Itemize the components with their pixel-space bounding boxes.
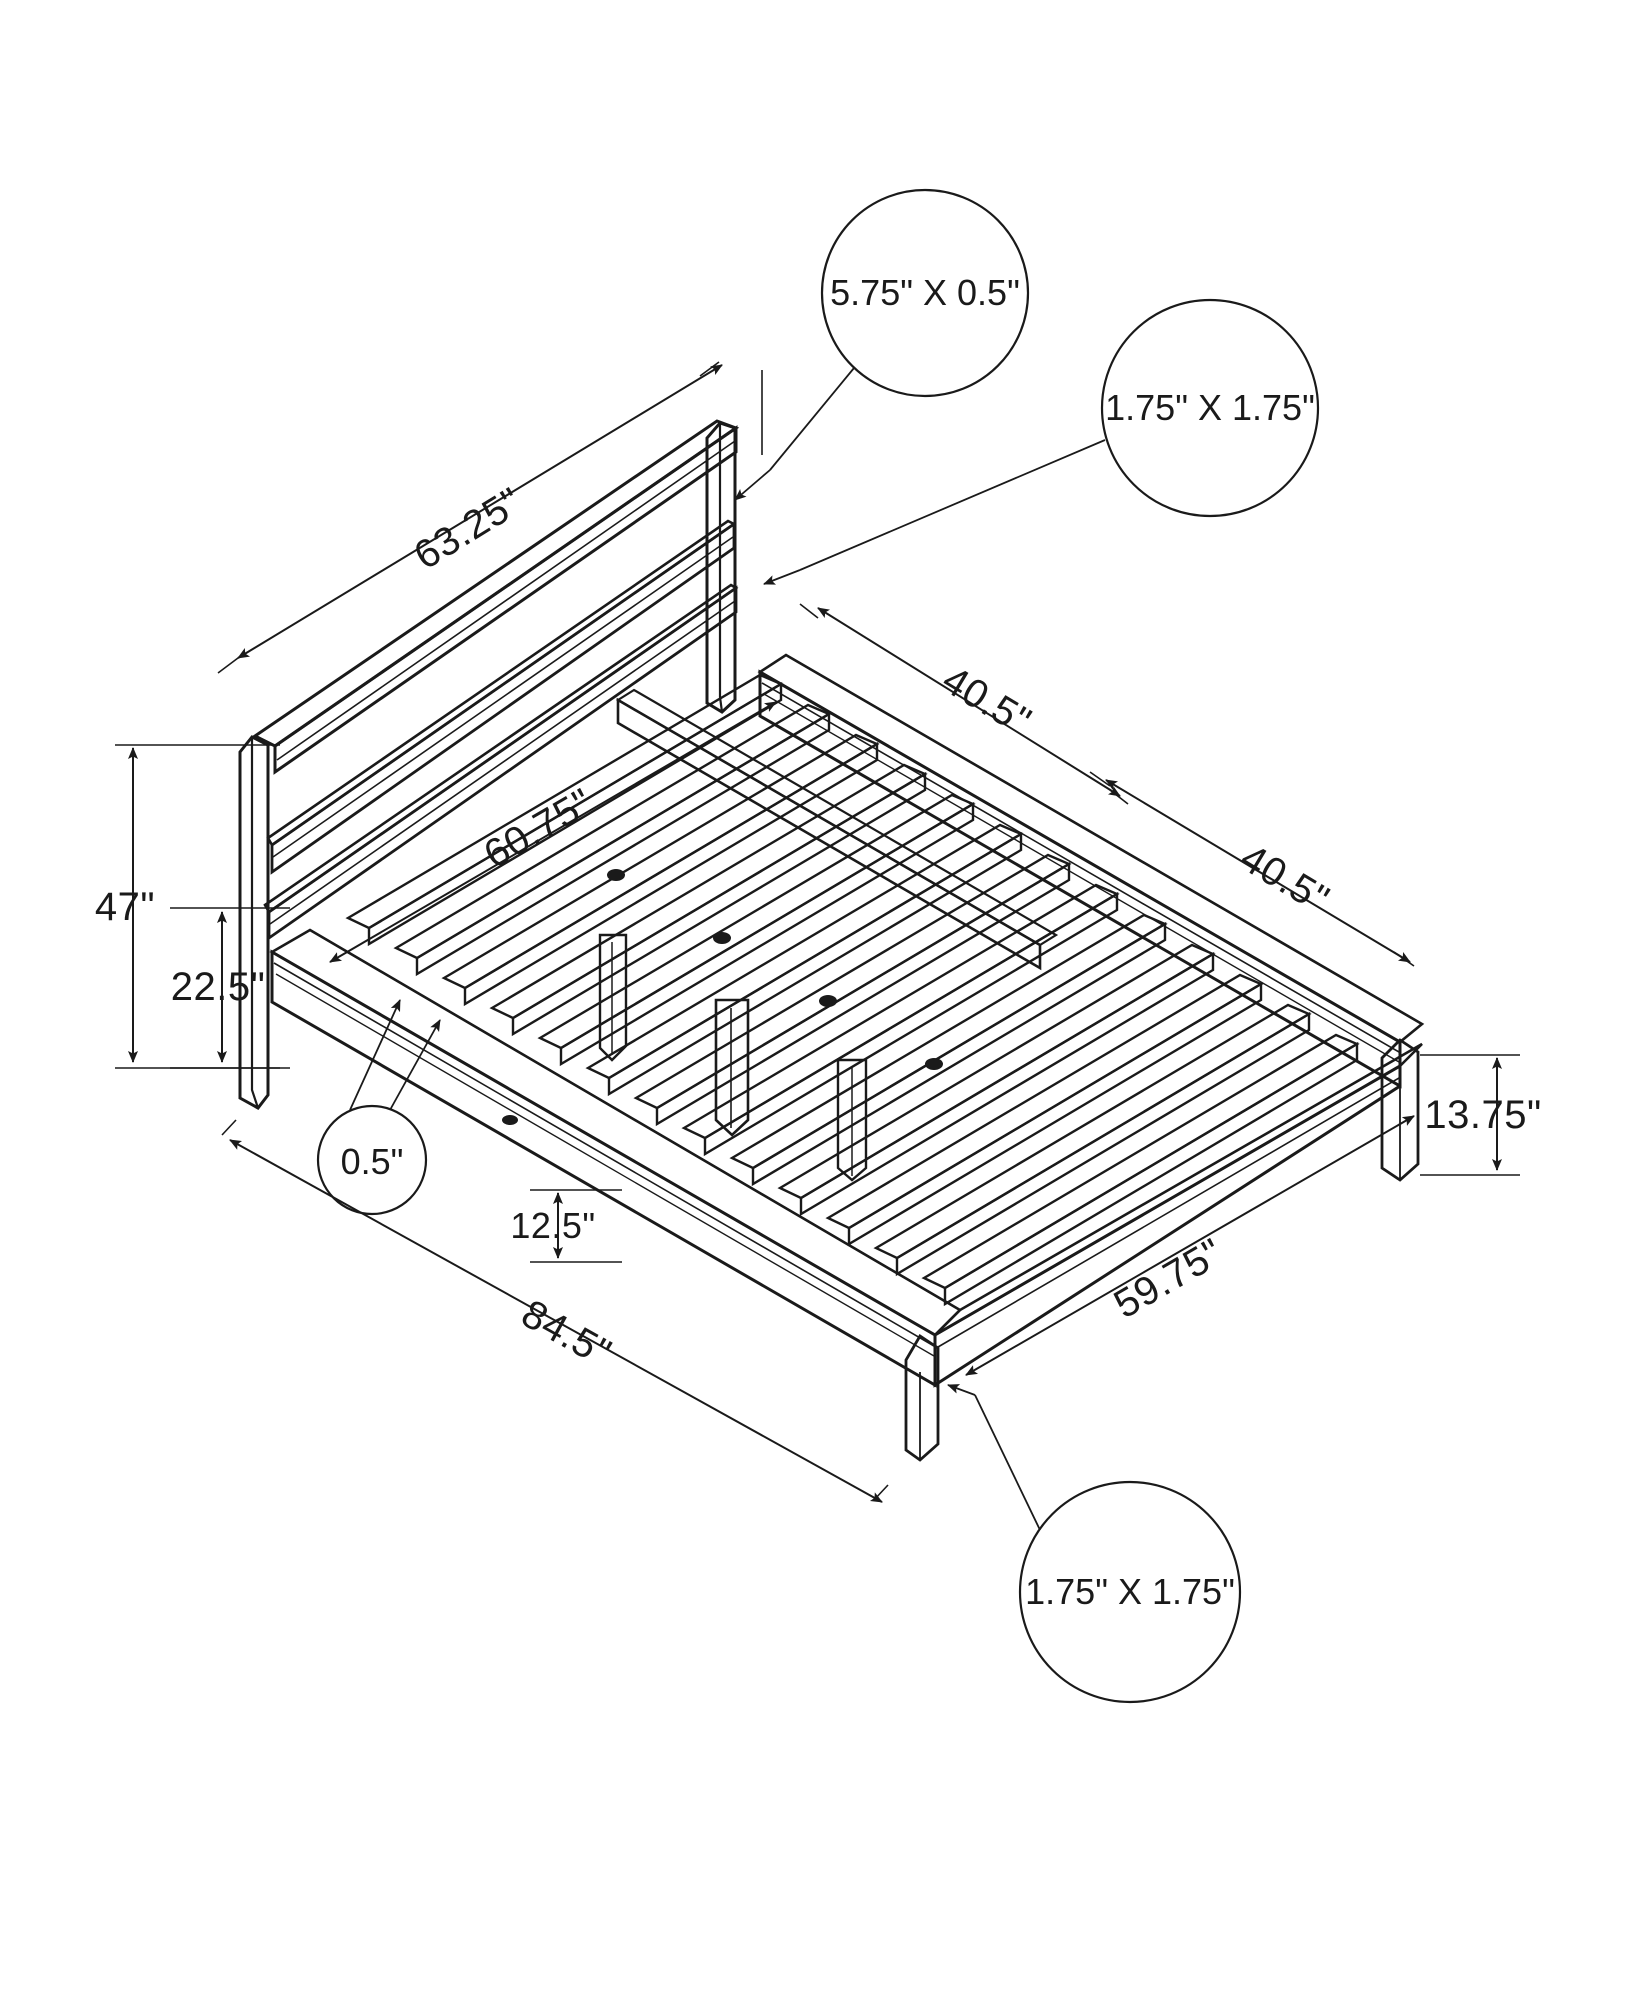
callout-leader-slat-profile bbox=[769, 367, 855, 471]
label-callout-headboard-post: 1.75" X 1.75" bbox=[1105, 387, 1315, 428]
dimension-footboard-width bbox=[965, 1115, 1415, 1376]
callout-leader-leg-post-arrow bbox=[947, 1384, 976, 1396]
label-headboard-clearance: 22.5" bbox=[171, 965, 266, 1009]
callout-circle-rail-thickness bbox=[316, 1104, 428, 1216]
callout-leader-leg-post bbox=[974, 1394, 1041, 1531]
dimension-lines bbox=[115, 361, 1520, 1503]
right-corner-leg-top bbox=[1381, 1038, 1419, 1059]
fastener-dot bbox=[819, 995, 837, 1007]
callout-leader-slat-profile-arrow bbox=[734, 469, 771, 501]
slat bbox=[537, 793, 976, 1067]
dimension-interior-width bbox=[329, 701, 777, 963]
callout-leader-rail-thickness-b bbox=[389, 1019, 441, 1111]
callout-circle-leg-post bbox=[1018, 1480, 1242, 1704]
callout-circle-slat-profile bbox=[820, 188, 1030, 398]
slat bbox=[633, 853, 1072, 1127]
label-center-leg-height: 12.5" bbox=[510, 1205, 595, 1246]
dimension-headboard-width bbox=[217, 361, 723, 674]
callout-leader-headboard-post-arrow bbox=[763, 569, 801, 585]
dimension-footboard-height bbox=[1420, 1054, 1520, 1176]
callout-circle-headboard-post bbox=[1100, 298, 1320, 518]
headboard-low-rail-front bbox=[267, 585, 738, 941]
headboard-left-post-top bbox=[239, 735, 269, 753]
fastener-dot bbox=[925, 1058, 943, 1070]
label-overall-height: 47" bbox=[95, 885, 155, 929]
label-footboard-height: 13.75" bbox=[1424, 1093, 1541, 1137]
front-corner-leg-top bbox=[905, 1334, 939, 1361]
dimension-lower-side-length bbox=[1089, 771, 1415, 967]
fastener-dot bbox=[713, 932, 731, 944]
callout-bubbles bbox=[316, 188, 1320, 1704]
fastener-dot bbox=[607, 869, 625, 881]
dimension-headboard-clearance bbox=[170, 907, 290, 1069]
dimension-overall-length bbox=[221, 1119, 889, 1503]
headboard-left-post-edge bbox=[250, 737, 260, 1109]
label-callout-leg-post: 1.75" X 1.75" bbox=[1025, 1571, 1235, 1612]
label-callout-slat-profile: 5.75" X 0.5" bbox=[830, 272, 1020, 313]
callout-leader-rail-thickness-a bbox=[349, 999, 401, 1111]
label-callout-rail-thickness: 0.5" bbox=[341, 1141, 404, 1182]
fastener-dot bbox=[502, 1115, 518, 1125]
callout-labels: 5.75" X 0.5" 1.75" X 1.75" 0.5" 1.75" X … bbox=[341, 272, 1315, 1612]
callout-leader-headboard-post bbox=[799, 439, 1106, 571]
slat bbox=[873, 1003, 1312, 1277]
slat bbox=[585, 823, 1024, 1097]
